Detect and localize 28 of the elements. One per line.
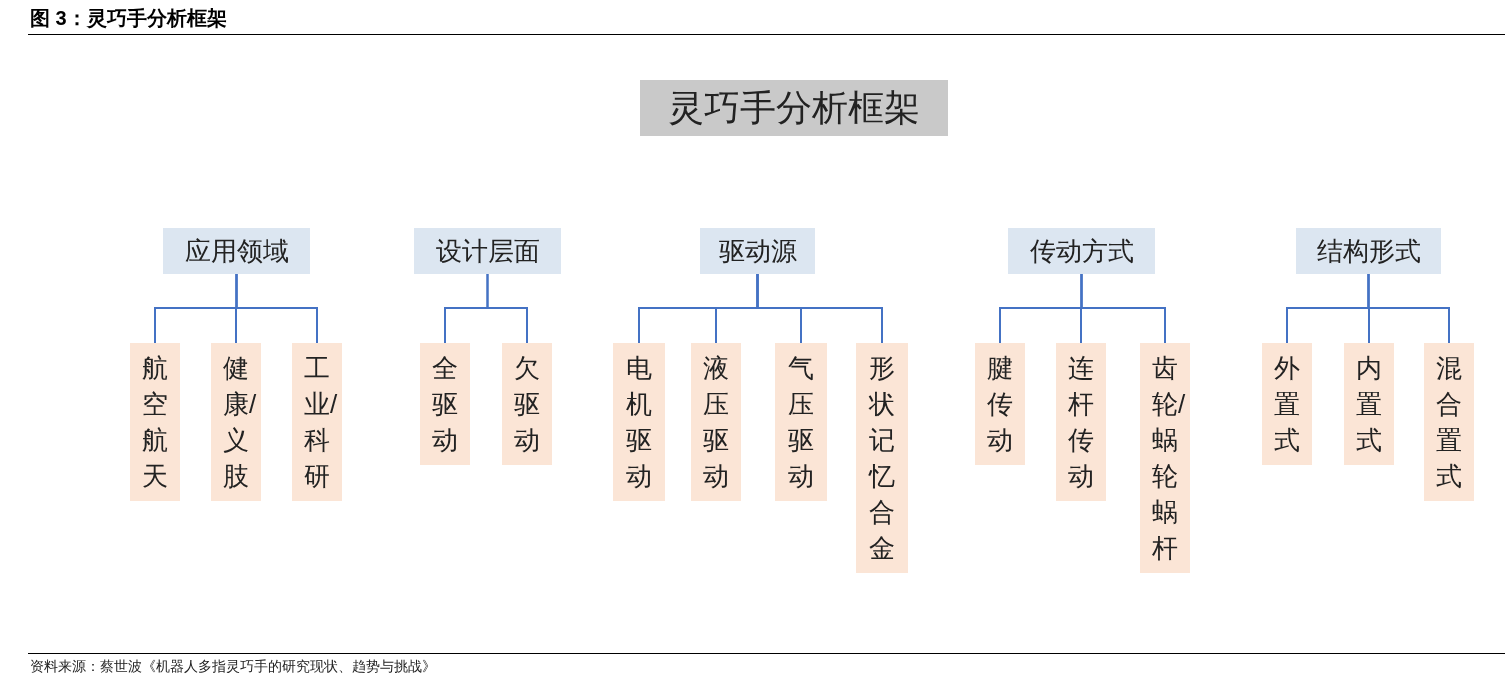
connector-line <box>756 273 883 344</box>
item-box: 齿轮/蜗轮蜗杆 <box>1140 343 1190 573</box>
item-box: 内置式 <box>1344 343 1394 465</box>
connector-line <box>486 273 528 344</box>
item-box: 工业/科研 <box>292 343 342 501</box>
category-box: 应用领域 <box>163 228 310 274</box>
item-box: 连杆传动 <box>1056 343 1106 501</box>
connector-line <box>1080 273 1166 344</box>
item-box: 外置式 <box>1262 343 1312 465</box>
item-box: 全驱动 <box>420 343 470 465</box>
item-box: 航空航天 <box>130 343 180 501</box>
category-box: 传动方式 <box>1008 228 1155 274</box>
category-box: 驱动源 <box>700 228 815 274</box>
item-box: 电机驱动 <box>613 343 665 501</box>
item-box: 腱传动 <box>975 343 1025 465</box>
connector-line <box>235 273 318 344</box>
item-box: 健康/义肢 <box>211 343 261 501</box>
category-box: 结构形式 <box>1296 228 1441 274</box>
item-box: 形状记忆合金 <box>856 343 908 573</box>
source-note: 资料来源：蔡世波《机器人多指灵巧手的研究现状、趋势与挑战》 <box>30 657 436 676</box>
item-box: 混合置式 <box>1424 343 1474 501</box>
figure-title: 图 3：灵巧手分析框架 <box>30 6 227 31</box>
item-box: 液压驱动 <box>691 343 741 501</box>
title-box: 灵巧手分析框架 <box>640 80 948 136</box>
connector-line <box>1367 273 1450 344</box>
item-box: 气压驱动 <box>775 343 827 501</box>
item-box: 欠驱动 <box>502 343 552 465</box>
category-box: 设计层面 <box>414 228 561 274</box>
